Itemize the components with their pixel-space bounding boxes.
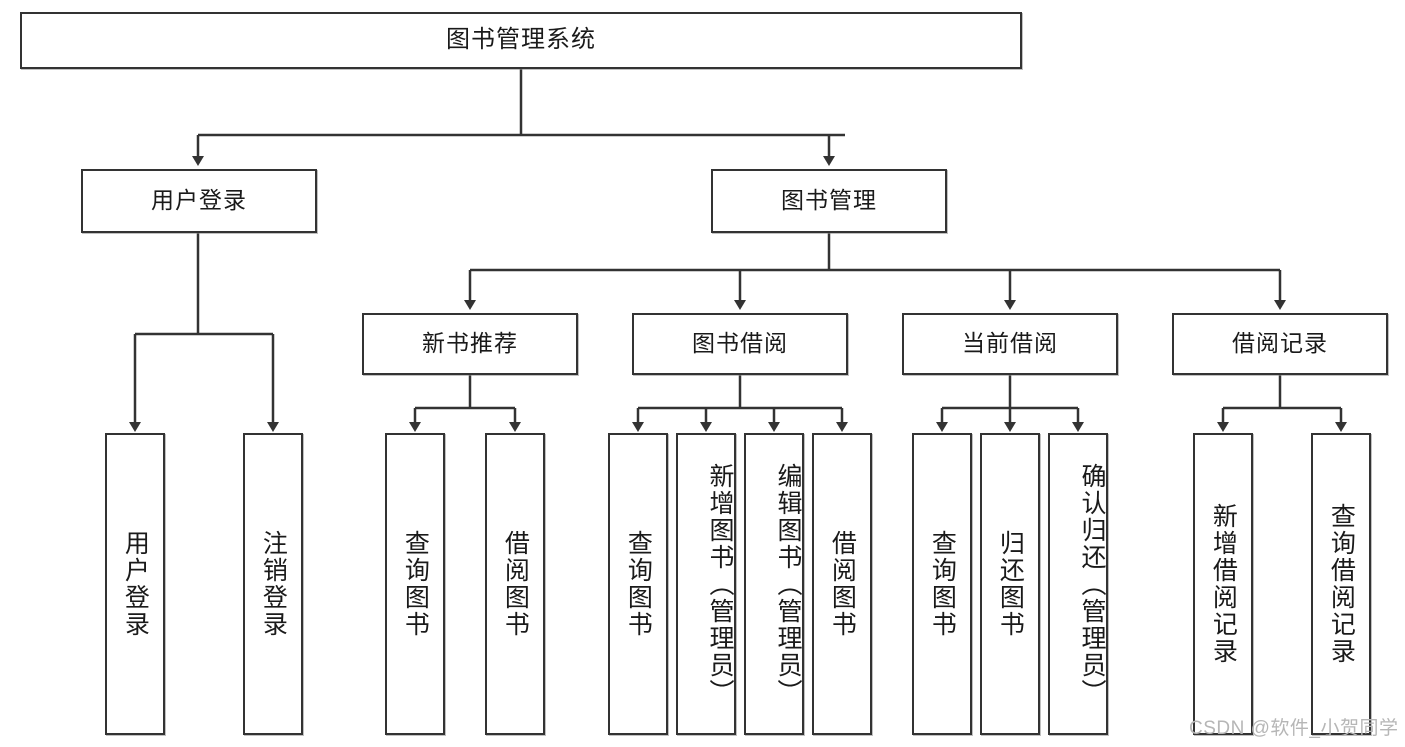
node-new-book-recommend[interactable]: 新书推荐 [362, 313, 578, 375]
node-leaf-user-login[interactable]: 用户登录 [105, 433, 165, 735]
node-leaf-confirm-return[interactable]: 确认归还（管理员） [1048, 433, 1108, 735]
node-current-borrow[interactable]: 当前借阅 [902, 313, 1118, 375]
node-leaf-logout[interactable]: 注销登录 [243, 433, 303, 735]
node-borrow-record[interactable]: 借阅记录 [1172, 313, 1388, 375]
node-leaf-borrow-book-1[interactable]: 借阅图书 [485, 433, 545, 735]
node-book-borrow[interactable]: 图书借阅 [632, 313, 848, 375]
csdn-watermark: CSDN @软件_小贺同学 [1189, 718, 1399, 739]
node-leaf-add-record[interactable]: 新增借阅记录 [1193, 433, 1253, 735]
node-root-system[interactable]: 图书管理系统 [20, 12, 1022, 69]
node-leaf-query-book-3[interactable]: 查询图书 [912, 433, 972, 735]
node-leaf-borrow-book-2[interactable]: 借阅图书 [812, 433, 872, 735]
node-user-login[interactable]: 用户登录 [81, 169, 317, 233]
node-leaf-query-book-1[interactable]: 查询图书 [385, 433, 445, 735]
node-leaf-add-book[interactable]: 新增图书（管理员） [676, 433, 736, 735]
node-leaf-return-book[interactable]: 归还图书 [980, 433, 1040, 735]
node-leaf-query-record[interactable]: 查询借阅记录 [1311, 433, 1371, 735]
node-leaf-query-book-2[interactable]: 查询图书 [608, 433, 668, 735]
node-book-management[interactable]: 图书管理 [711, 169, 947, 233]
node-leaf-edit-book[interactable]: 编辑图书（管理员） [744, 433, 804, 735]
